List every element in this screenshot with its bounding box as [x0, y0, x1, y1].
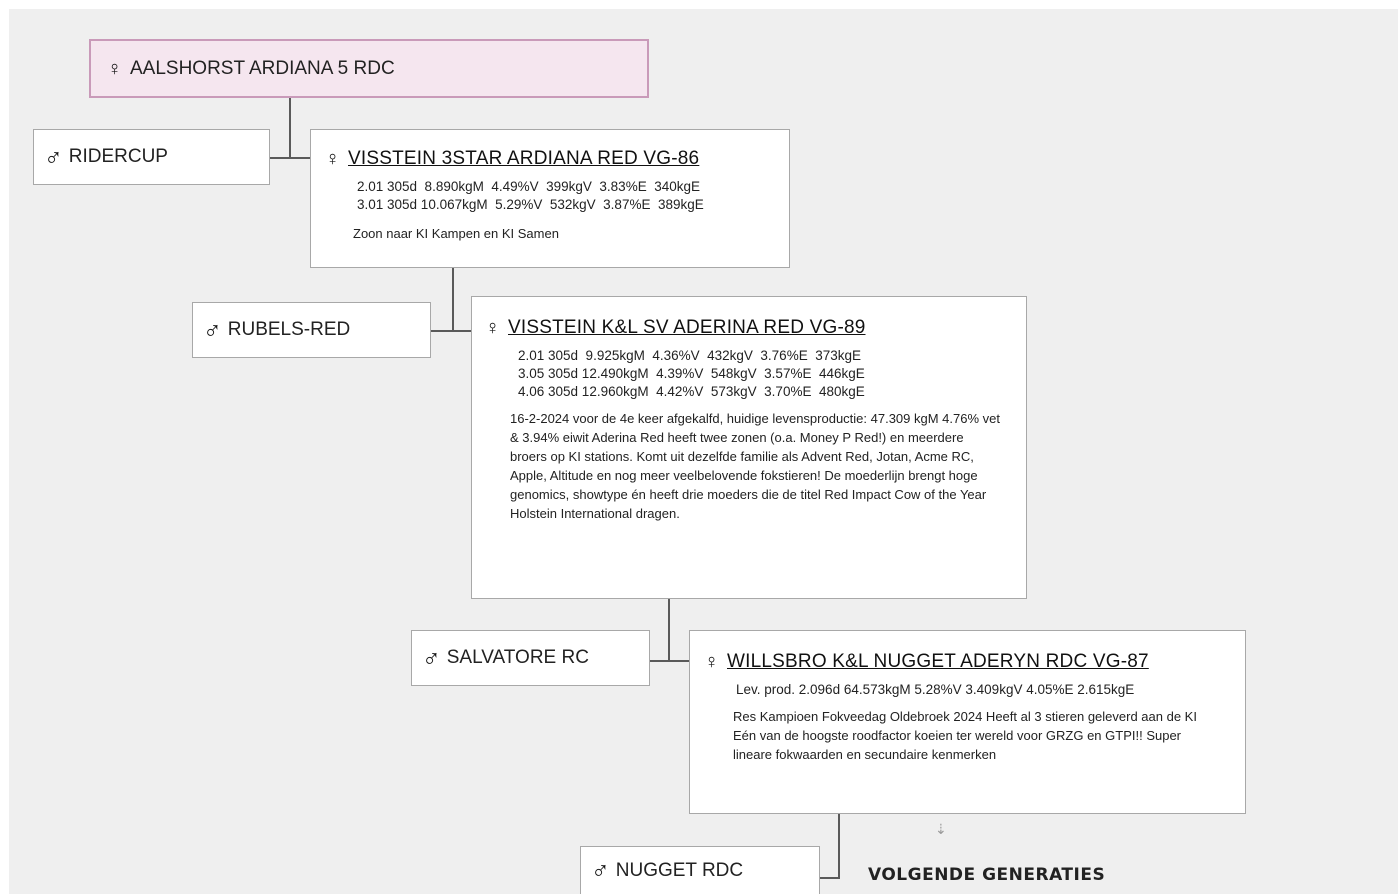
dam-name-link[interactable]: WILLSBRO K&L NUGGET ADERYN RDC VG-87 — [727, 651, 1149, 672]
dam-note: Zoon naar KI Kampen en KI Samen — [353, 226, 559, 241]
connector-line — [269, 157, 311, 159]
connector-line — [838, 814, 840, 878]
production-line: 4.06 305d 12.960kgM 4.42%V 573kgV 3.70%E… — [518, 384, 865, 399]
sire-name: RIDERCUP — [68, 146, 168, 167]
production-line: 2.01 305d 8.890kgM 4.49%V 399kgV 3.83%E … — [357, 179, 700, 194]
connector-line — [668, 599, 670, 661]
dam-box[interactable]: ♀ VISSTEIN K&L SV ADERINA RED VG-89 2.01… — [471, 296, 1027, 599]
male-icon: ♂ — [591, 856, 610, 884]
sire-name: SALVATORE RC — [446, 647, 589, 668]
female-icon: ♀ — [704, 651, 719, 673]
dam-note: 16-2-2024 voor de 4e keer afgekalfd, hui… — [510, 411, 1000, 521]
sire-name: RUBELS-RED — [227, 319, 351, 340]
sire-box[interactable]: ♂ NUGGET RDC — [580, 846, 820, 894]
dam-box[interactable]: ♀ WILLSBRO K&L NUGGET ADERYN RDC VG-87 L… — [689, 630, 1246, 814]
female-icon: ♀ — [325, 148, 340, 170]
male-icon: ♂ — [203, 315, 222, 344]
production-line: 3.01 305d 10.067kgM 5.29%V 532kgV 3.87%E… — [357, 197, 704, 212]
sire-name: NUGGET RDC — [615, 859, 744, 881]
dam-box[interactable]: ♀ VISSTEIN 3STAR ARDIANA RED VG-86 2.01 … — [310, 129, 790, 268]
production-line: 2.01 305d 9.925kgM 4.36%V 432kgV 3.76%E … — [518, 348, 861, 363]
sire-box[interactable]: ♂ RUBELS-RED — [192, 302, 431, 358]
sire-box[interactable]: ♂ RIDERCUP — [33, 129, 270, 185]
arrow-down-icon[interactable]: ⇣ — [935, 821, 947, 837]
root-animal-name: AALSHORST ARDIANA 5 RDC — [130, 57, 395, 79]
sire-box[interactable]: ♂ SALVATORE RC — [411, 630, 650, 686]
connector-line — [289, 98, 291, 158]
connector-line — [452, 268, 454, 331]
dam-note: Res Kampioen Fokveedag Oldebroek 2024 He… — [733, 709, 1197, 762]
dam-name-link[interactable]: VISSTEIN 3STAR ARDIANA RED VG-86 — [348, 148, 700, 169]
production-line: Lev. prod. 2.096d 64.573kgM 5.28%V 3.409… — [736, 682, 1135, 697]
production-line: 3.05 305d 12.490kgM 4.39%V 548kgV 3.57%E… — [518, 366, 865, 381]
connector-line — [819, 877, 840, 879]
connector-line — [430, 330, 472, 332]
female-icon: ♀ — [485, 317, 500, 339]
male-icon: ♂ — [44, 142, 63, 171]
connector-line — [649, 660, 690, 662]
female-icon: ♀ — [107, 57, 122, 80]
male-icon: ♂ — [422, 643, 441, 672]
next-generations-link[interactable]: VOLGENDE GENERATIES — [868, 865, 1106, 885]
root-animal-box[interactable]: ♀ AALSHORST ARDIANA 5 RDC — [89, 39, 649, 98]
dam-name-link[interactable]: VISSTEIN K&L SV ADERINA RED VG-89 — [508, 317, 866, 338]
